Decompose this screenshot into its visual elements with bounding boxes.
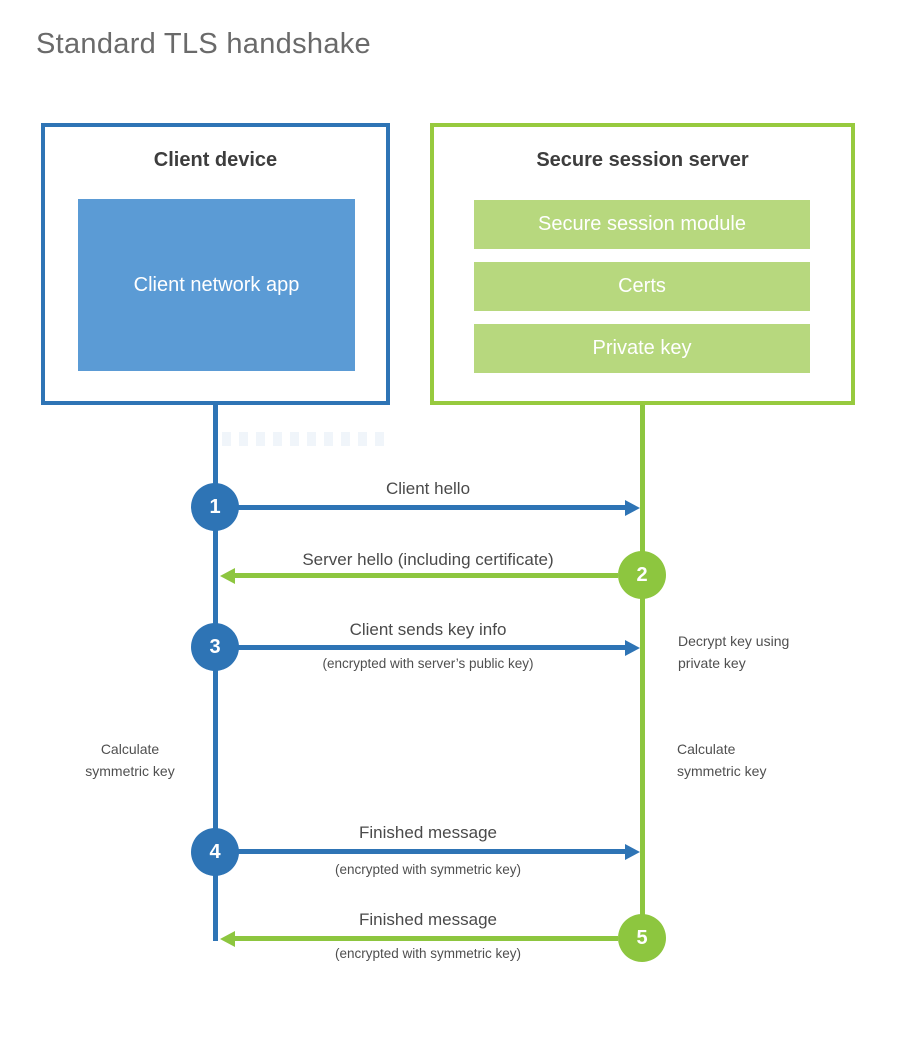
arrow-client-to-server	[237, 849, 626, 854]
step-3-badge: 3	[191, 623, 239, 671]
faint-dashed-artifact	[222, 432, 390, 446]
client-network-app-box: Client network app	[78, 199, 355, 371]
step-4-badge: 4	[191, 828, 239, 876]
page-title: Standard TLS handshake	[36, 28, 371, 60]
client-network-app-label: Client network app	[133, 273, 300, 296]
message-sublabel: (encrypted with symmetric key)	[334, 946, 522, 961]
message-sublabel: (encrypted with server’s public key)	[322, 656, 534, 671]
server-module-label: Private key	[592, 337, 692, 359]
client-lifeline	[213, 405, 218, 941]
server-module-certs: Certs	[474, 262, 810, 311]
arrow-client-to-server	[237, 645, 626, 650]
note-calculate-symmetric-key-client: Calculate symmetric key	[85, 741, 175, 779]
note-decrypt-key: Decrypt key using private key	[678, 633, 790, 671]
step-5-badge: 5	[618, 914, 666, 962]
message-label: Finished message	[359, 823, 497, 842]
message-label: Finished message	[359, 910, 497, 929]
arrow-server-to-client	[234, 573, 618, 578]
secure-session-server-heading: Secure session server	[536, 149, 749, 171]
server-module-label: Secure session module	[538, 213, 746, 235]
step-2-badge: 2	[618, 551, 666, 599]
message-label: Client hello	[385, 479, 471, 498]
message-label: Server hello (including certificate)	[302, 550, 554, 569]
server-module-label: Certs	[618, 275, 666, 297]
client-device-heading: Client device	[153, 149, 278, 171]
server-lifeline	[640, 405, 645, 940]
arrow-server-to-client	[234, 936, 618, 941]
arrow-client-to-server	[237, 505, 626, 510]
server-module-private-key: Private key	[474, 324, 810, 373]
server-module-secure-session: Secure session module	[474, 200, 810, 249]
note-calculate-symmetric-key-server: Calculate symmetric key	[677, 741, 767, 779]
message-label: Client sends key info	[349, 620, 507, 639]
message-sublabel: (encrypted with symmetric key)	[334, 862, 522, 877]
step-1-badge: 1	[191, 483, 239, 531]
